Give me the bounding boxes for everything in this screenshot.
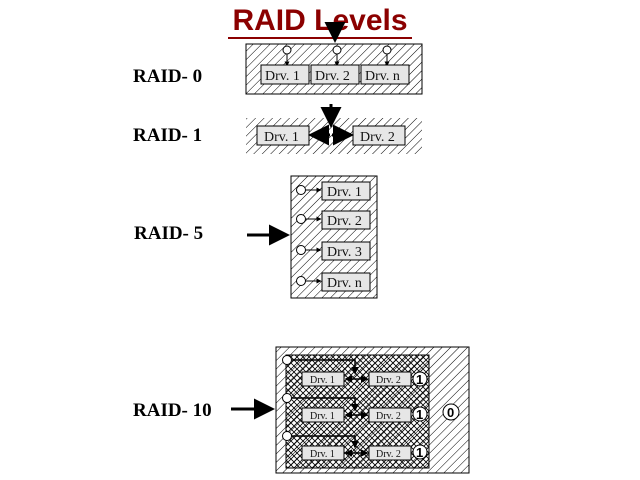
raid5-drive-4 bbox=[321, 272, 371, 292]
raid5-drive-4-label: Drv. n bbox=[327, 276, 362, 291]
raid1-drive-2-label: Drv. 2 bbox=[360, 130, 395, 145]
raid10-pair-2-drive-1-label: Drv. 1 bbox=[310, 411, 335, 422]
raid5-source-circle-3 bbox=[296, 245, 306, 255]
raid10-pair-1-route bbox=[292, 359, 359, 375]
raid10-pair-2-drive-2 bbox=[368, 407, 412, 423]
raid10-pair-3-drive-1-label: Drv. 1 bbox=[310, 449, 335, 460]
raid1-group: Drv. 1 Drv. 2 bbox=[246, 104, 422, 154]
raid5-label: RAID- 5 bbox=[134, 223, 204, 244]
page-title: RAID Levels bbox=[0, 4, 640, 39]
raid5-group: Drv. 1 Drv. 2 Drv. 3 Drv. n bbox=[247, 175, 378, 299]
raid10-pair-1: Drv. 1 Drv. 2 1 bbox=[292, 359, 428, 387]
raid10-source-circle-1 bbox=[282, 355, 292, 365]
raid0-drive-3-label: Drv. n bbox=[365, 69, 400, 84]
raid1-label: RAID- 1 bbox=[133, 125, 203, 146]
raid10-pair-1-drive-2-label: Drv. 2 bbox=[376, 375, 401, 386]
raid5-source-circle-4 bbox=[296, 276, 306, 286]
raid0-drive-2-label: Drv. 2 bbox=[315, 69, 350, 84]
raid10-pair-3-level-circle bbox=[412, 444, 428, 460]
raid10-pair-1-level: 1 bbox=[416, 372, 423, 387]
raid10-pair-3: Drv. 1 Drv. 2 1 bbox=[292, 435, 428, 461]
raid5-drive-3 bbox=[321, 241, 371, 261]
title-text: RAID Levels bbox=[228, 4, 412, 39]
raid0-drive-2 bbox=[310, 64, 360, 85]
raid0-source-circle-3 bbox=[382, 45, 392, 55]
raid10-pair-1-drive-1 bbox=[301, 371, 345, 387]
raid10-source-circle-3 bbox=[282, 431, 292, 441]
raid0-group: Drv. 1 Drv. 2 Drv. n bbox=[245, 22, 423, 95]
raid5-drive-2-label: Drv. 2 bbox=[327, 214, 362, 229]
raid10-pair-2-drive-1 bbox=[301, 407, 345, 423]
raid0-drive-1-label: Drv. 1 bbox=[265, 69, 300, 84]
raid10-pair-2-route bbox=[292, 397, 359, 412]
raid10-pair-1-level-circle bbox=[412, 371, 428, 387]
raid10-pair-1-drive-1-label: Drv. 1 bbox=[310, 375, 335, 386]
raid10-source-circle-2 bbox=[282, 393, 292, 403]
raid10-pair-2-level-circle bbox=[412, 406, 428, 422]
raid10-pair-2-drive-2-label: Drv. 2 bbox=[376, 411, 401, 422]
raid10-pair-3-drive-2 bbox=[368, 445, 412, 461]
raid0-drive-1 bbox=[260, 64, 310, 85]
raid10-outer-level: 0 bbox=[447, 405, 454, 420]
raid10-pair-2-level: 1 bbox=[416, 407, 423, 422]
raid10-pair-1-drive-2 bbox=[368, 371, 412, 387]
raid5-drive-1-label: Drv. 1 bbox=[327, 185, 362, 200]
raid5-drive-2 bbox=[321, 210, 371, 230]
raid10-label: RAID- 10 bbox=[133, 400, 212, 421]
raid0-source-circle-2 bbox=[332, 45, 342, 55]
raid10-pair-3-route bbox=[292, 435, 359, 449]
raid5-drive-3-label: Drv. 3 bbox=[327, 245, 362, 260]
raid10-group: Drv. 1 Drv. 2 1 Drv. 1 Drv. 2 1 Drv. 1 D… bbox=[231, 346, 470, 474]
raid0-label: RAID- 0 bbox=[133, 66, 203, 87]
raid5-drive-1 bbox=[321, 181, 371, 201]
raid1-drive-1-label: Drv. 1 bbox=[264, 130, 299, 145]
raid10-pair-3-level: 1 bbox=[416, 445, 423, 460]
raid10-outer-level-circle bbox=[442, 403, 460, 421]
raid5-source-circle-1 bbox=[296, 185, 306, 195]
raid5-source-circle-2 bbox=[296, 214, 306, 224]
raid10-pair-2: Drv. 1 Drv. 2 1 bbox=[292, 397, 428, 423]
raid10-pair-3-drive-1 bbox=[301, 445, 345, 461]
raid0-source-circle-1 bbox=[282, 45, 292, 55]
raid0-drive-3 bbox=[360, 64, 410, 85]
raid10-pair-3-drive-2-label: Drv. 2 bbox=[376, 449, 401, 460]
